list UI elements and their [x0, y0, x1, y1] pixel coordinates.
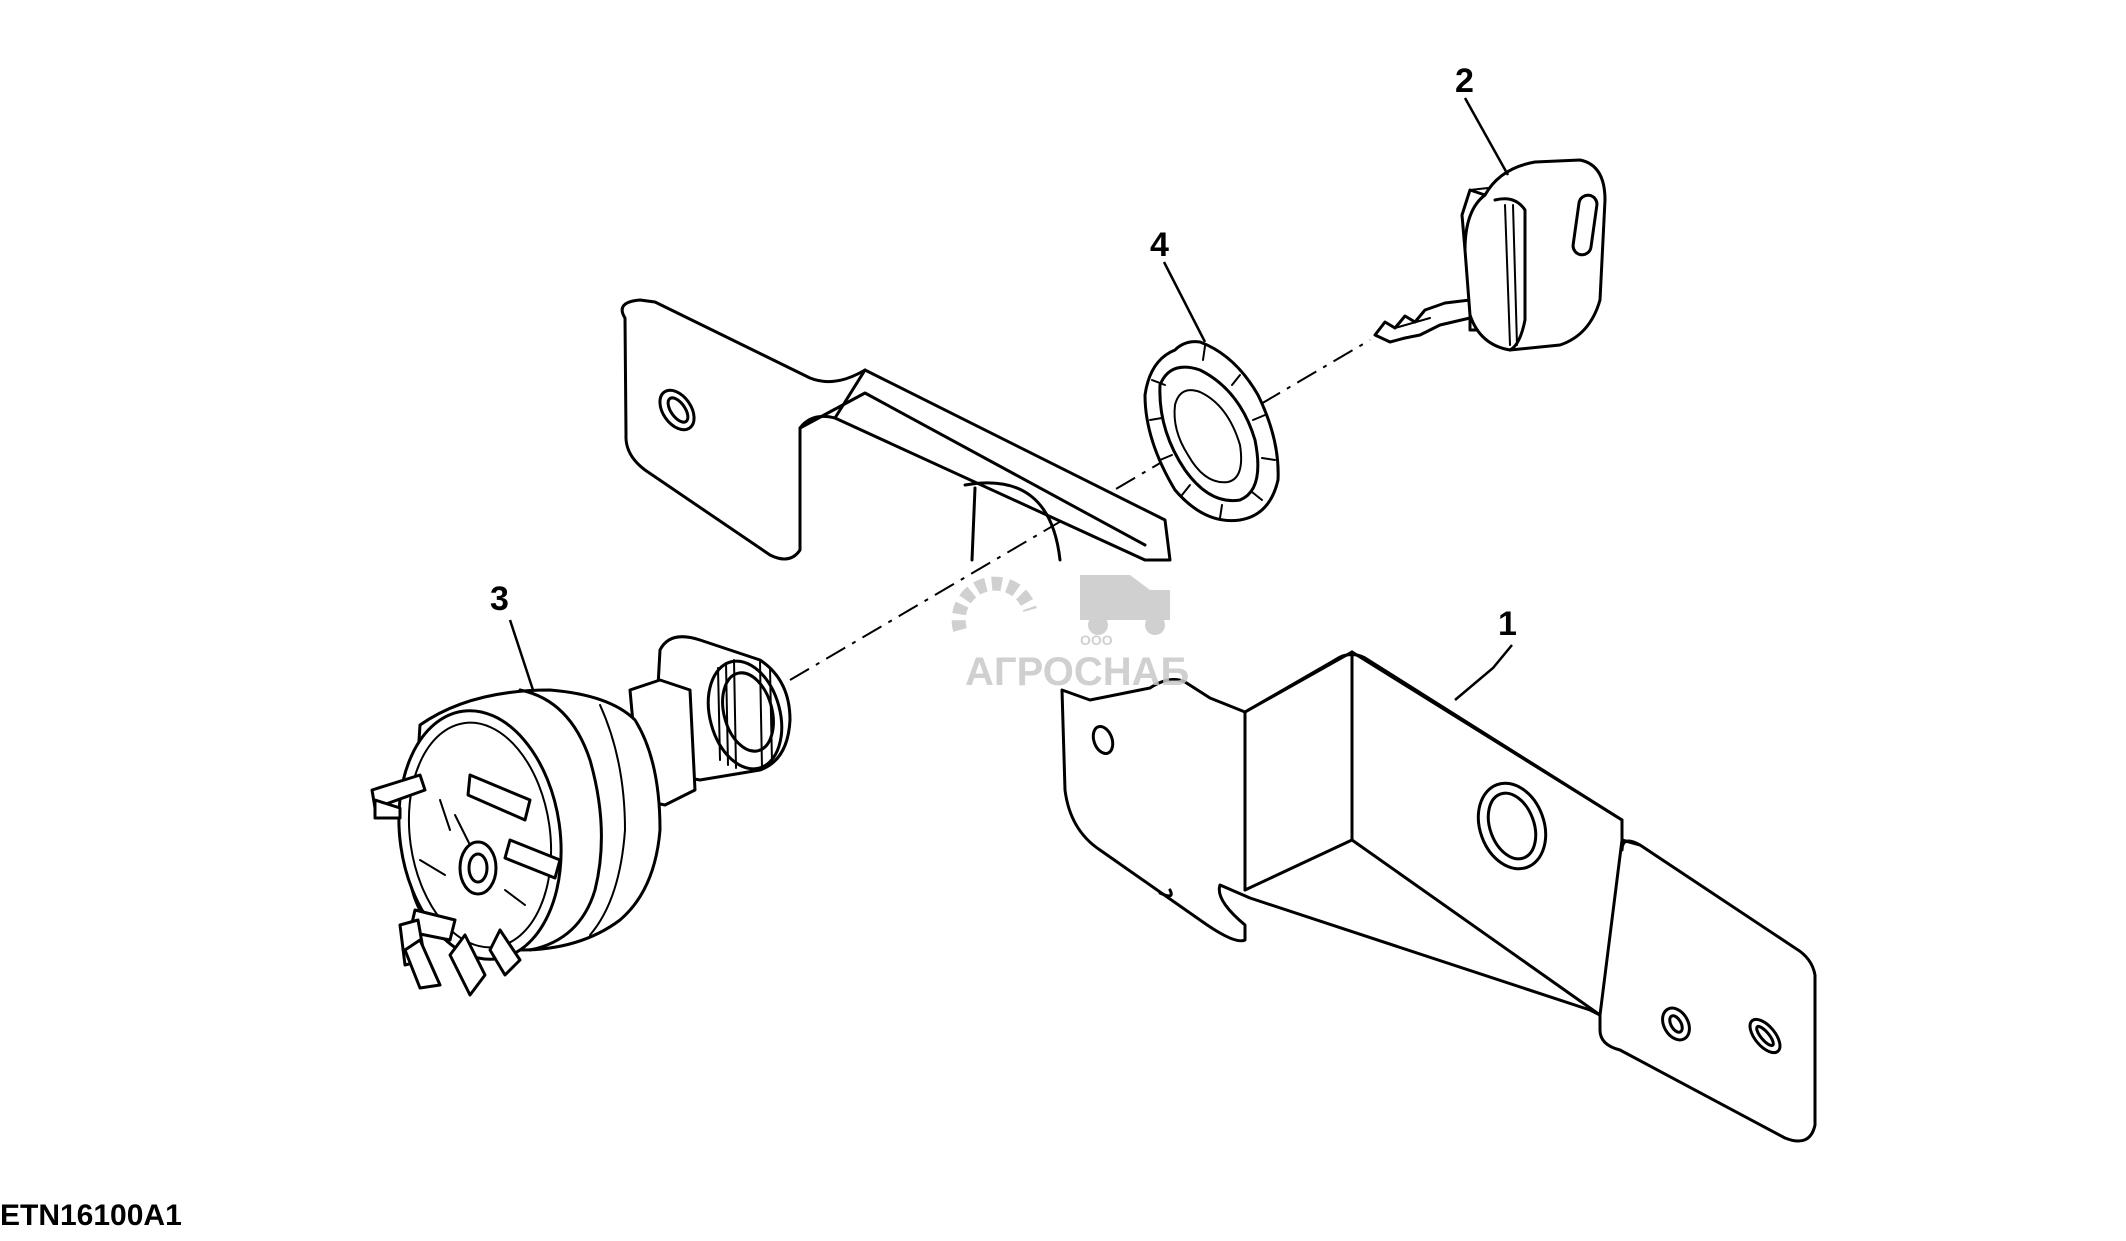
- callout-leader-4: [1162, 261, 1207, 343]
- callout-leader-2: [1463, 97, 1510, 176]
- callout-3: 3: [490, 580, 509, 618]
- ignition-key: [1373, 158, 1607, 352]
- retaining-nut: [1143, 340, 1280, 523]
- ignition-switch: [370, 635, 792, 997]
- callout-4: 4: [1150, 226, 1169, 264]
- callout-1: 1: [1498, 605, 1517, 643]
- callout-leader-3: [508, 619, 535, 691]
- watermark-logo: ООО АГРОСНАБ: [951, 575, 1189, 694]
- watermark-sub: ООО: [1080, 632, 1113, 648]
- callout-leader-1: [1454, 644, 1513, 701]
- upper-bracket: [620, 298, 1172, 562]
- lower-bracket: [1060, 650, 1817, 1143]
- callout-2: 2: [1455, 62, 1474, 100]
- figure-id: ETN16100A1: [0, 1199, 182, 1232]
- watermark-main: АГРОСНАБ: [965, 650, 1189, 694]
